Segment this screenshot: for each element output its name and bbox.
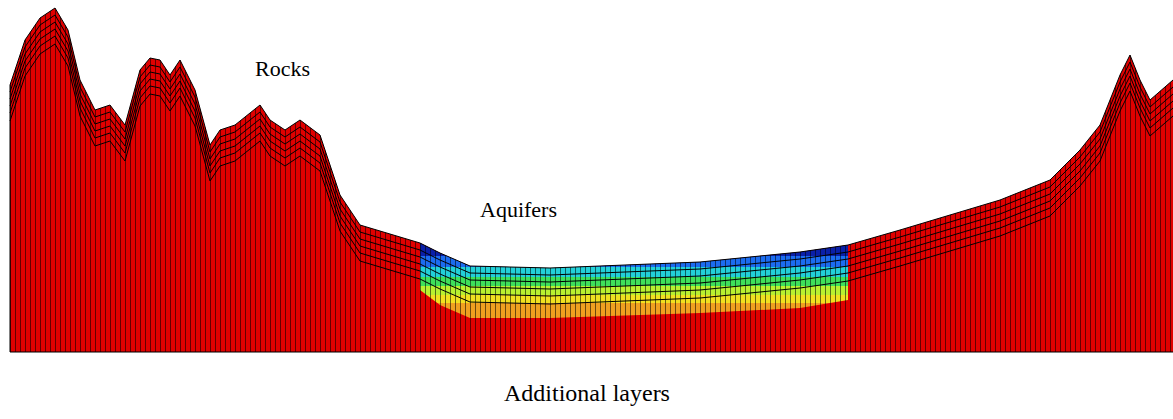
layer-line xyxy=(10,22,1173,282)
rock-mass xyxy=(10,8,1173,352)
base-line xyxy=(10,352,1173,353)
section-outline xyxy=(10,0,1173,352)
layer-line xyxy=(10,44,1173,304)
layer-line xyxy=(10,29,1173,289)
rock-label: Rocks xyxy=(255,57,310,81)
left-edge xyxy=(10,85,11,352)
aquifer-label: Aquifers xyxy=(480,198,557,222)
layers-label: Additional layers xyxy=(504,380,670,406)
layer-line xyxy=(10,36,1173,296)
layer-line xyxy=(10,8,1173,268)
grid-lines xyxy=(10,8,1173,352)
